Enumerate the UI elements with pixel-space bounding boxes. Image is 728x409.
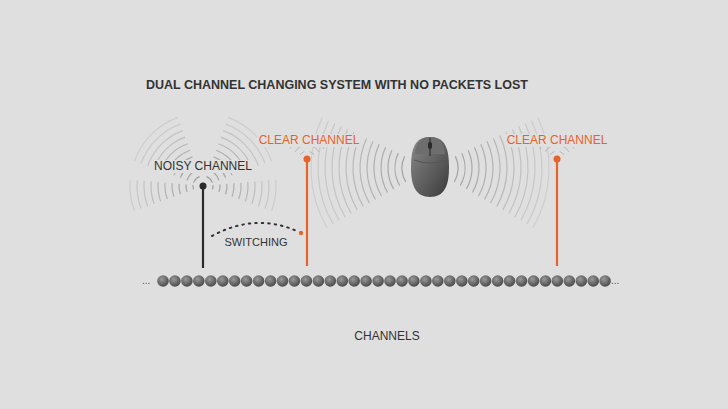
- channel-dot: [360, 275, 372, 287]
- wave-arc: [134, 117, 178, 161]
- wave-arc: [472, 147, 479, 192]
- wave-arc: [485, 141, 493, 199]
- channel-dot: [313, 275, 325, 287]
- channel-dot: [528, 275, 540, 287]
- wave-arc: [560, 152, 564, 156]
- wave-arc: [212, 185, 214, 189]
- channel-dot: [348, 275, 360, 287]
- wave-arc: [491, 138, 500, 203]
- axis-label: CHANNELS: [354, 330, 419, 343]
- wave-arc: [206, 177, 212, 183]
- clear-antenna: [556, 159, 558, 266]
- channel-dot: [265, 275, 277, 287]
- channel-dot: [241, 275, 253, 287]
- channel-dot: [516, 275, 528, 287]
- channel-dot: [157, 275, 169, 287]
- channel-dot: [169, 275, 181, 287]
- channel-dot: [599, 275, 611, 287]
- channel-dot: [587, 275, 599, 287]
- wave-arc: [158, 182, 161, 201]
- wave-arc: [388, 150, 394, 189]
- channel-dot: [432, 275, 444, 287]
- wave-arc: [272, 180, 276, 211]
- clear-antenna: [306, 159, 308, 266]
- wave-arc: [185, 185, 187, 192]
- wave-arc: [479, 144, 487, 196]
- channel-dot: [325, 275, 337, 287]
- wave-arc: [381, 147, 388, 192]
- wave-arc: [245, 182, 248, 201]
- wave-arc: [360, 138, 369, 203]
- channel-dot: [444, 275, 456, 287]
- switch-end-dot: [299, 231, 303, 235]
- mouse-icon: [411, 137, 449, 197]
- wave-arc: [232, 183, 234, 196]
- channel-dot: [229, 275, 241, 287]
- wave-arc: [454, 156, 458, 182]
- channel-dot: [301, 275, 313, 287]
- wave-arc: [265, 180, 269, 208]
- channel-dot: [456, 275, 468, 287]
- channel-dot: [372, 275, 384, 287]
- channel-dot: [289, 275, 301, 287]
- antenna-tip: [200, 183, 207, 190]
- wave-arc: [550, 152, 554, 156]
- channel-label: CLEAR CHANNEL: [505, 134, 610, 147]
- channel-dot: [337, 275, 349, 287]
- channel-dot: [193, 275, 205, 287]
- antenna-tip: [554, 156, 561, 163]
- wave-arc: [179, 184, 180, 194]
- wave-arc: [374, 144, 382, 196]
- wave-arc: [144, 181, 148, 206]
- wave-arc: [367, 141, 375, 199]
- wave-arc: [218, 185, 220, 192]
- wave-arc: [252, 182, 255, 204]
- channel-dot: [552, 275, 564, 287]
- wave-arc: [151, 182, 154, 204]
- wave-arc: [395, 153, 400, 185]
- wave-arc: [130, 180, 134, 211]
- channel-dot: [181, 275, 193, 287]
- diagram-title: DUAL CHANNEL CHANGING SYSTEM WITH NO PAC…: [146, 79, 528, 93]
- wave-arc: [137, 180, 141, 208]
- channel-dot: [468, 275, 480, 287]
- switching-arc: [212, 223, 299, 236]
- channel-label: CLEAR CHANNEL: [257, 134, 362, 147]
- wave-arc: [194, 177, 200, 183]
- ellipsis: ...: [611, 275, 619, 286]
- noisy-antenna: [202, 186, 204, 268]
- wave-arc: [300, 152, 304, 156]
- wave-arc: [141, 124, 180, 163]
- wave-arc: [258, 181, 262, 206]
- wave-arc: [466, 150, 472, 189]
- channel-dot: [420, 275, 432, 287]
- channel-dot: [253, 275, 265, 287]
- channel-dot: [540, 275, 552, 287]
- channel-dot: [504, 275, 516, 287]
- wave-arc: [172, 183, 174, 196]
- antenna-tip: [304, 156, 311, 163]
- channel-dot: [277, 275, 289, 287]
- wave-arc: [402, 156, 406, 182]
- channel-dots: [157, 275, 611, 287]
- wave-arc: [239, 183, 241, 199]
- switching-label: SWITCHING: [223, 236, 290, 248]
- channel-dot: [384, 275, 396, 287]
- channel-dot: [396, 275, 408, 287]
- wave-arc: [192, 185, 194, 189]
- wave-arc: [165, 183, 167, 199]
- channel-dot: [217, 275, 229, 287]
- channel-dot: [564, 275, 576, 287]
- channel-dot: [480, 275, 492, 287]
- channel-dot: [408, 275, 420, 287]
- channel-dot: [576, 275, 588, 287]
- ellipsis: ...: [142, 275, 150, 286]
- wave-arc: [226, 184, 227, 194]
- channel-dot: [205, 275, 217, 287]
- channel-dot: [492, 275, 504, 287]
- channel-label: NOISY CHANNEL: [152, 160, 254, 173]
- wave-arc: [460, 153, 465, 185]
